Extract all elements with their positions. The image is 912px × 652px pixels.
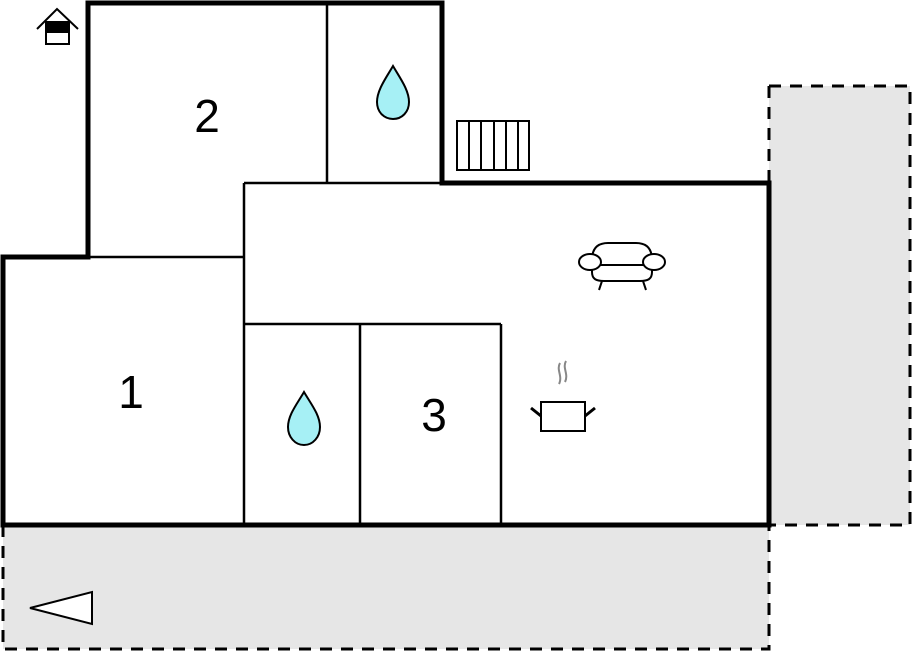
- terrace-bottom: [1, 525, 771, 651]
- direction-arrow-icon: [29, 590, 93, 626]
- outer-wall: [0, 0, 772, 528]
- terrace-right: [767, 84, 912, 527]
- room-label-3: 3: [421, 389, 447, 441]
- water-drop-icon: [286, 390, 322, 447]
- room-label-1: 1: [118, 366, 144, 418]
- interior-walls: [88, 3, 503, 525]
- house-entrance-icon: [36, 7, 79, 45]
- water-drop-icon: [375, 64, 411, 121]
- stairs-icon: [456, 120, 530, 171]
- sofa-icon: [578, 242, 666, 291]
- cooking-pot-icon: [530, 360, 596, 432]
- room-label-2: 2: [194, 90, 220, 142]
